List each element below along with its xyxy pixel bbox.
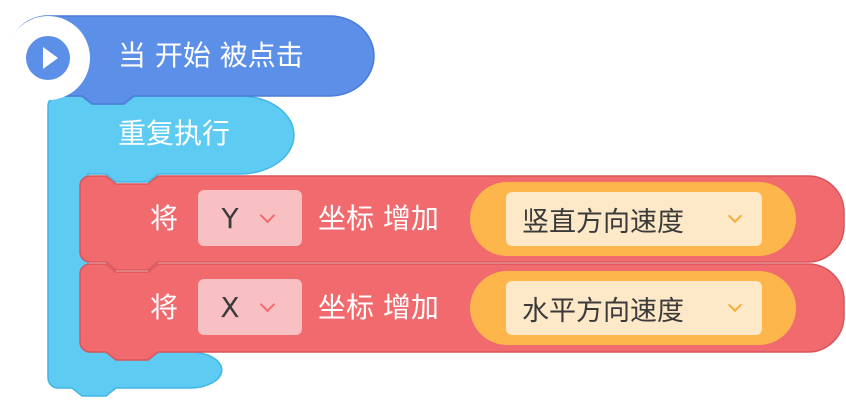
chevron-down-icon — [727, 297, 743, 313]
variable-dropdown[interactable]: 竖直方向速度 — [506, 192, 762, 246]
hat-block-label: 当 开始 被点击 — [118, 39, 304, 72]
chevron-down-icon — [727, 208, 743, 224]
variable-name: 竖直方向速度 — [522, 206, 684, 238]
change-x-prefix: 将 — [150, 291, 179, 324]
change-y-prefix: 将 — [150, 202, 179, 235]
property-dropdown-y[interactable]: Y — [198, 190, 302, 246]
reporter-vertical-speed[interactable]: 竖直方向速度 — [470, 182, 796, 256]
change-x-middle: 坐标 增加 — [318, 291, 439, 324]
chevron-down-icon — [259, 296, 276, 312]
reporter-horizontal-speed[interactable]: 水平方向速度 — [470, 271, 796, 345]
variable-name: 水平方向速度 — [522, 295, 684, 327]
property-dropdown-x[interactable]: X — [198, 279, 302, 335]
property-dropdown-value: Y — [221, 201, 239, 235]
chevron-down-icon — [259, 207, 276, 223]
play-button[interactable] — [6, 16, 90, 100]
variable-dropdown[interactable]: 水平方向速度 — [506, 281, 762, 335]
change-y-middle: 坐标 增加 — [318, 202, 439, 235]
forever-block-label: 重复执行 — [118, 117, 231, 150]
property-dropdown-value: X — [220, 290, 240, 324]
play-icon — [26, 36, 70, 80]
